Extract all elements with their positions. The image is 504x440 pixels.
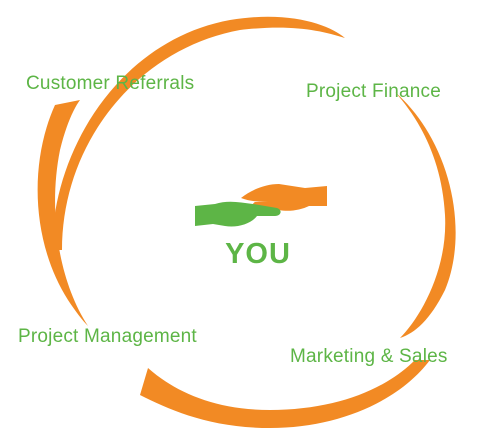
stage-label-customer-referrals: Customer Referrals <box>26 73 195 94</box>
arc-right <box>395 92 456 338</box>
arc-bottom <box>140 360 430 428</box>
stage-label-project-finance: Project Finance <box>306 81 442 102</box>
center-label: YOU <box>225 238 291 270</box>
center-label-wrapper: YOU <box>0 238 504 270</box>
green-hand <box>195 201 281 227</box>
handshake-icon <box>195 184 327 227</box>
orange-hand <box>241 184 327 211</box>
stage-label-marketing-sales: Marketing & Sales <box>290 346 448 367</box>
stage-label-project-management: Project Management <box>18 326 197 347</box>
arc-left <box>37 100 88 326</box>
